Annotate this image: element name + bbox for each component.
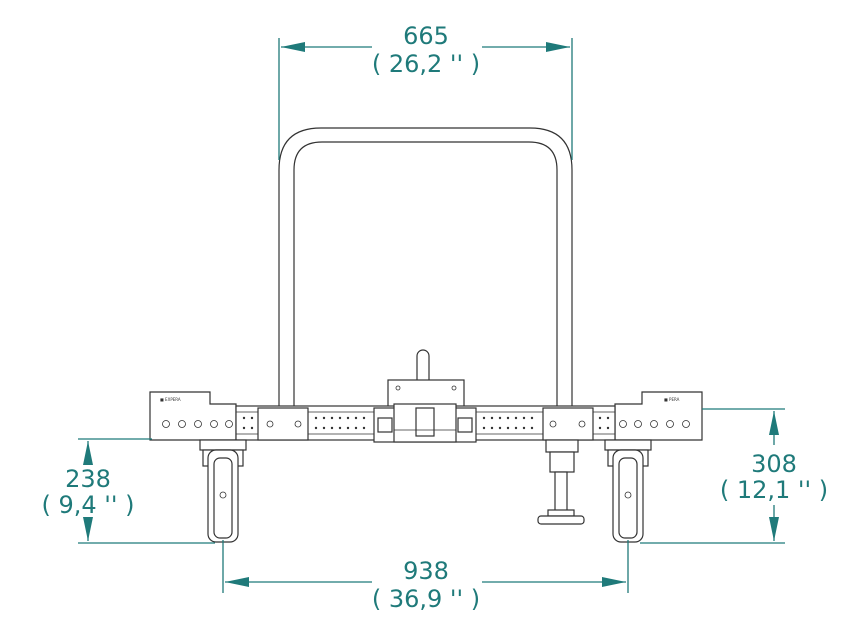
dim-top-mm: 665: [403, 22, 449, 50]
dimension-bottom: 938 ( 36,9 '' ): [222, 540, 629, 613]
dim-left-mm: 238: [65, 465, 111, 493]
hitch: [387, 349, 465, 409]
dim-bottom-inch: ( 36,9 '' ): [372, 585, 480, 613]
dim-bottom-mm: 938: [403, 557, 449, 585]
dimension-right: 308 ( 12,1 '' ): [640, 408, 828, 544]
svg-text:■ PERA: ■ PERA: [664, 397, 680, 402]
dim-right-mm: 308: [751, 450, 797, 478]
dimension-top: 665 ( 26,2 '' ): [278, 22, 573, 160]
svg-text:■ EXPERA: ■ EXPERA: [160, 397, 181, 402]
dim-left-inch: ( 9,4 '' ): [42, 491, 135, 519]
dimension-left: 238 ( 9,4 '' ): [42, 438, 215, 544]
frame: ■ EXPERA ■ PERA: [149, 391, 703, 443]
dim-right-inch: ( 12,1 '' ): [720, 476, 828, 504]
brake: [537, 439, 585, 525]
right-caster: [604, 439, 652, 543]
left-caster: [199, 439, 247, 543]
dim-top-inch: ( 26,2 '' ): [372, 50, 480, 78]
